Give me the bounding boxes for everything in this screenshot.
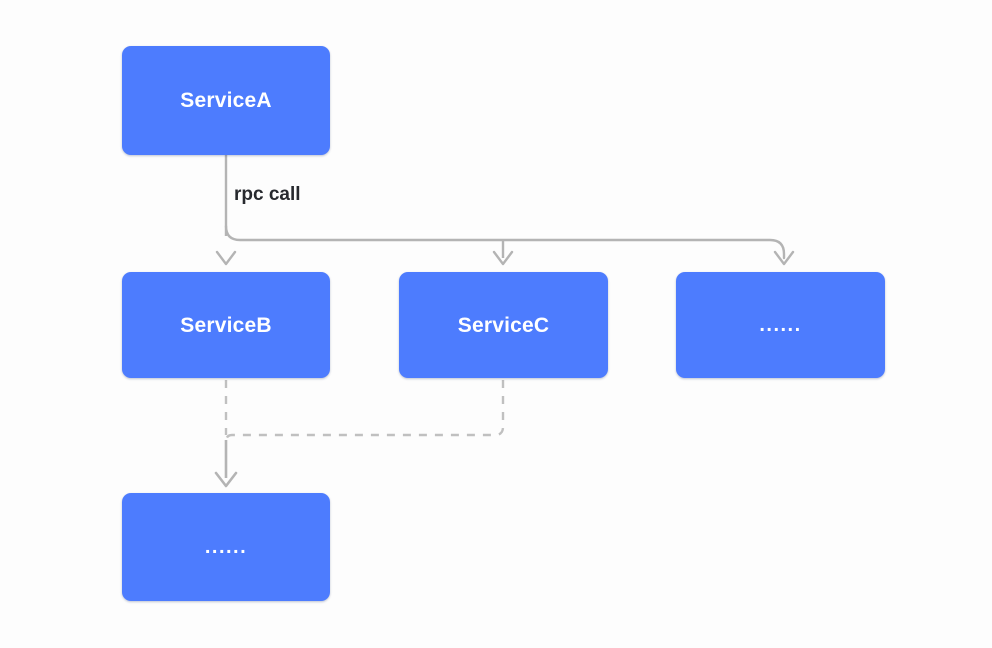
edge-downstream-dashed xyxy=(224,380,505,443)
node-serviceA[interactable]: ServiceA xyxy=(122,46,330,155)
node-label-more-row3: ...... xyxy=(204,536,248,558)
arrowhead-to-more-row2 xyxy=(773,250,795,266)
node-serviceC[interactable]: ServiceC xyxy=(399,272,608,378)
node-label-serviceC: ServiceC xyxy=(457,313,550,337)
node-serviceB[interactable]: ServiceB xyxy=(122,272,330,378)
edge-label-rpc-call: rpc call xyxy=(234,184,301,205)
arrowhead-to-serviceB xyxy=(215,250,237,266)
node-label-serviceA: ServiceA xyxy=(180,89,272,112)
node-more-row2[interactable]: ...... xyxy=(676,272,885,378)
node-label-serviceB: ServiceB xyxy=(180,313,272,337)
edge-to-more-row3 xyxy=(214,440,238,488)
node-more-row3[interactable]: ...... xyxy=(122,493,330,601)
arrowhead-to-serviceC xyxy=(492,250,514,266)
edge-rpc-call-trunk xyxy=(224,155,786,260)
node-label-more-row2: ...... xyxy=(759,314,802,336)
